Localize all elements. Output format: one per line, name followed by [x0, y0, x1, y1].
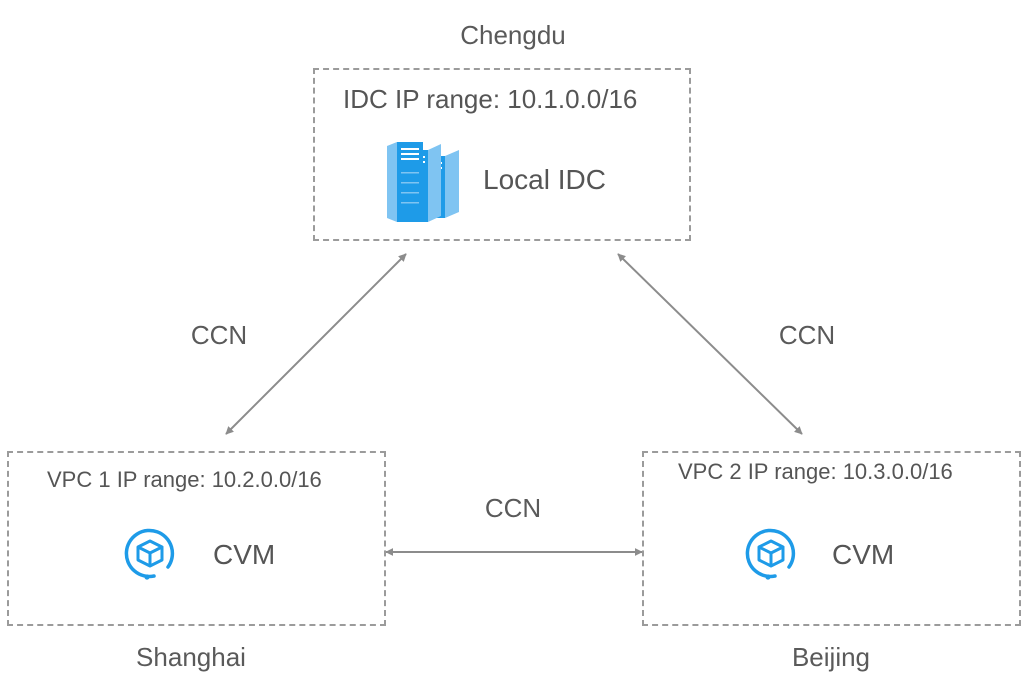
vpc1-box: VPC 1 IP range: 10.2.0.0/16 CVM — [7, 451, 386, 626]
vpc2-node-label: CVM — [832, 539, 895, 570]
link-idc-vpc1 — [225, 253, 407, 435]
link-idc-vpc2 — [617, 253, 803, 435]
region-label-chengdu: Chengdu — [460, 20, 566, 50]
link-label-idc-vpc1: CCN — [190, 320, 248, 350]
idc-box: IDC IP range: 10.1.0.0/16 Local IDC — [313, 68, 691, 241]
cvm-icon — [124, 528, 175, 580]
idc-ip-range: IDC IP range: 10.1.0.0/16 — [343, 84, 638, 114]
region-label-shanghai: Shanghai — [136, 642, 246, 672]
region-label-beijing: Beijing — [791, 642, 871, 672]
vpc1-node-label: CVM — [213, 539, 276, 570]
link-label-vpc1-vpc2: CCN — [484, 493, 542, 523]
idc-node-label: Local IDC — [483, 164, 606, 195]
vpc1-ip-range: VPC 1 IP range: 10.2.0.0/16 — [47, 467, 322, 492]
server-rack-icon — [387, 142, 459, 222]
link-label-idc-vpc2: CCN — [778, 320, 836, 350]
vpc2-ip-range: VPC 2 IP range: 10.3.0.0/16 — [678, 459, 953, 484]
cvm-icon — [745, 528, 796, 580]
vpc2-box: VPC 2 IP range: 10.3.0.0/16 CVM — [642, 451, 1021, 626]
